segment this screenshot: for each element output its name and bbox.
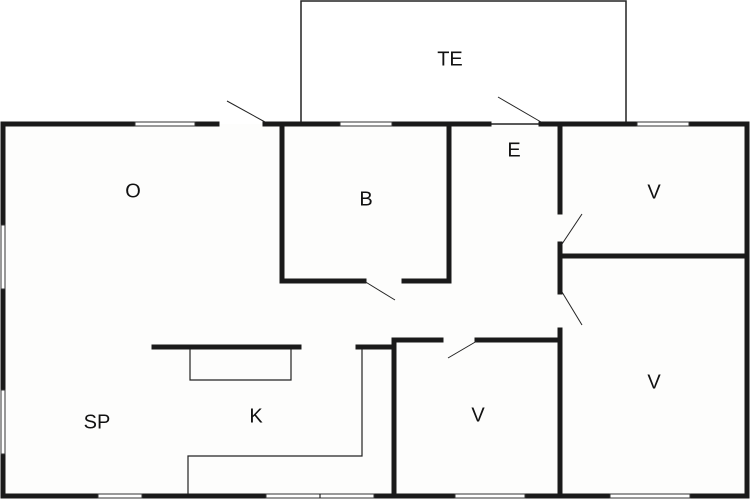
room-label-kitchen: K [249, 405, 263, 427]
interior-walls [151, 121, 750, 499]
terrace-outline [300, 0, 627, 125]
house-floor [5, 124, 745, 496]
room-label-bedroom-top-right: V [647, 181, 661, 203]
room-label-bedroom-right: V [647, 371, 661, 393]
windows [0, 121, 691, 499]
room-label-dining: SP [84, 411, 111, 433]
door-swings [226, 96, 583, 359]
room-label-living: O [125, 180, 141, 202]
room-label-bedroom-bottom-mid: V [471, 404, 485, 426]
room-label-entry: E [507, 139, 520, 161]
room-label-terrace: TE [437, 48, 463, 70]
kitchen-counters [187, 349, 363, 494]
room-label-bath: B [359, 188, 372, 210]
